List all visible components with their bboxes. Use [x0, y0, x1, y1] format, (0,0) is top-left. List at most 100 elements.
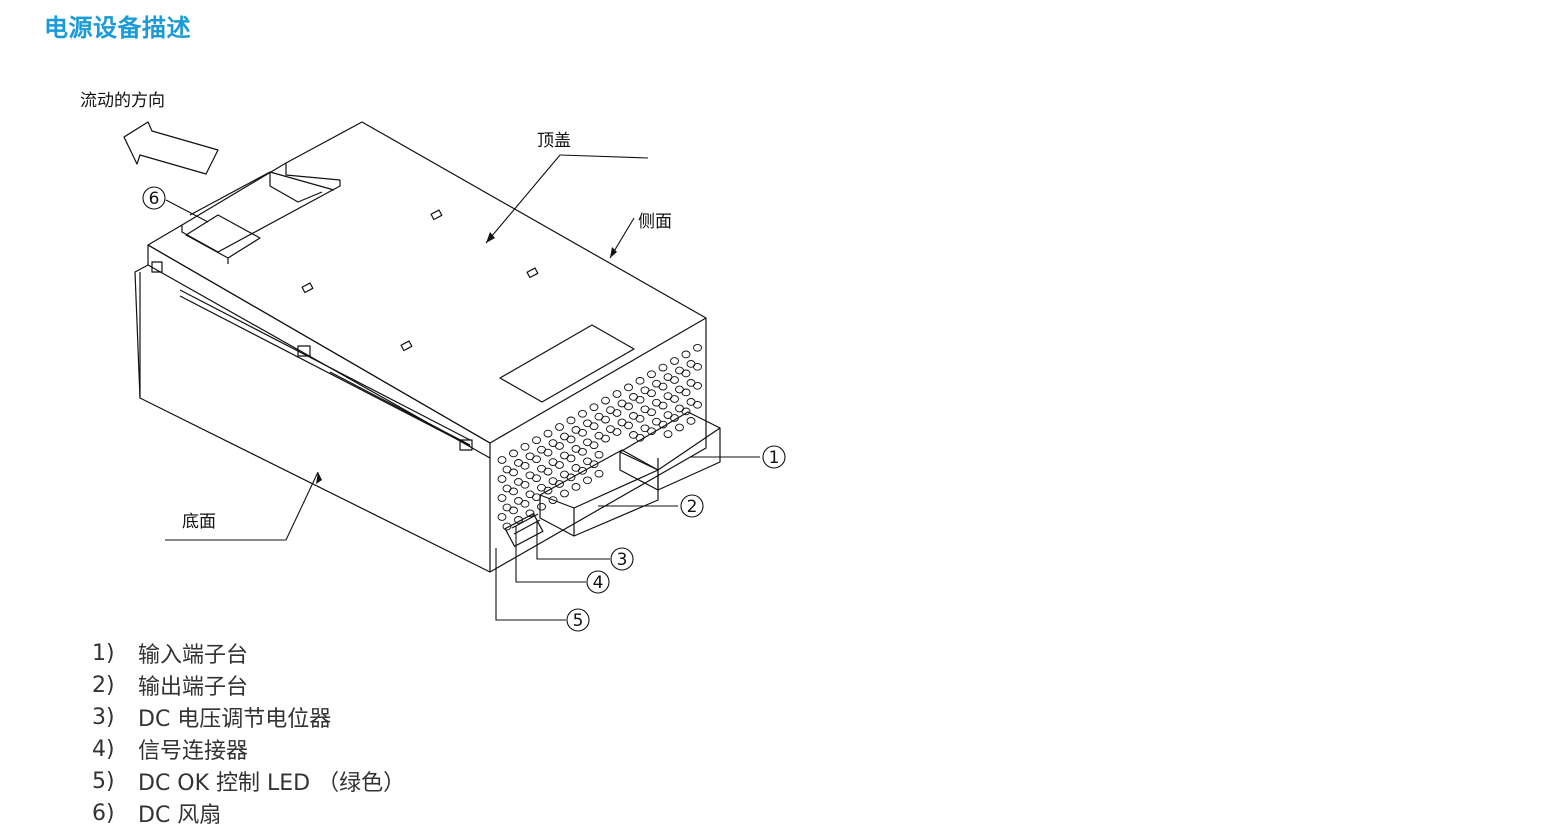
vent-hole	[555, 423, 564, 431]
legend-text: DC 电压调节电位器	[138, 707, 332, 732]
airflow-arrow-icon	[123, 121, 219, 175]
vent-hole	[647, 408, 656, 417]
vent-hole	[497, 475, 507, 483]
vent-hole	[670, 357, 679, 365]
vent-hole	[612, 428, 622, 436]
vent-hole	[681, 369, 691, 378]
legend-num: 3)	[92, 704, 115, 730]
vent-hole	[693, 343, 702, 352]
top-cover-outline	[147, 121, 707, 444]
output-terminal-block	[539, 449, 659, 537]
vent-hole	[509, 449, 518, 458]
vent-hole	[635, 395, 645, 404]
vent-hole	[601, 415, 610, 424]
legend-item: 1) 输入端子台	[92, 637, 405, 669]
vent-hole	[514, 516, 523, 524]
callout-1: 1	[769, 448, 780, 468]
legend-num: 2)	[92, 672, 115, 698]
vent-hole	[543, 486, 553, 495]
vent-hole	[560, 489, 569, 498]
vent-hole	[624, 402, 633, 411]
vent-hole	[635, 433, 645, 442]
callout-3: 3	[617, 550, 628, 570]
vent-hole	[509, 506, 518, 515]
legend-num: 5)	[92, 768, 115, 794]
vent-hole	[583, 476, 592, 485]
vent-hole	[543, 429, 553, 438]
vent-hole	[589, 422, 599, 431]
legend-item: 2) 输出端子台	[92, 669, 405, 701]
vent-hole	[532, 474, 541, 483]
legend-text: 信号连接器	[138, 739, 249, 764]
vent-hole	[497, 513, 507, 521]
vent-hole	[594, 469, 604, 478]
vent-hole	[589, 441, 599, 450]
vent-hole	[589, 460, 599, 469]
vent-hole	[647, 389, 656, 398]
front-face	[134, 264, 491, 573]
vent-hole	[578, 428, 587, 437]
vent-hole	[624, 421, 633, 430]
vent-hole	[670, 414, 679, 422]
vent-hole	[681, 388, 691, 397]
legend-text: 输出端子台	[138, 675, 249, 700]
page-title: 电源设备描述	[44, 14, 191, 42]
callout-6: 6	[149, 189, 160, 209]
vent-hole	[566, 454, 576, 463]
bottom-label: 底面	[182, 512, 216, 532]
vent-hole	[497, 456, 507, 464]
legend-item: 5)DC OK 控制 LED （绿色）	[92, 765, 405, 797]
vent-hole	[675, 423, 684, 432]
legend-num: 6)	[92, 800, 115, 826]
vent-hole	[520, 442, 530, 451]
vent-hole	[555, 461, 564, 469]
vent-hole	[658, 401, 668, 410]
vent-hole	[532, 493, 541, 502]
vent-hole	[578, 447, 587, 456]
vent-hole	[571, 483, 581, 491]
vent-hole	[612, 409, 622, 417]
vent-hole	[555, 480, 564, 488]
vent-hole	[502, 522, 512, 531]
callout-4: 4	[593, 573, 604, 593]
vent-hole	[670, 376, 679, 384]
vent-hole	[601, 434, 610, 443]
component-legend: 1)输入端子台 2)输出端子台 3)DC 电压调节电位器 4)信号连接器 5)D…	[92, 637, 405, 829]
legend-num: 1)	[92, 640, 115, 666]
legend-item: 3) DC 电压调节电位器	[92, 701, 405, 733]
vent-hole	[681, 407, 691, 416]
vent-hole	[658, 363, 668, 372]
vent-hole	[670, 395, 679, 403]
vent-hole	[635, 414, 645, 423]
vent-hole	[693, 400, 702, 409]
vent-hole	[543, 448, 553, 457]
label-plate	[499, 324, 635, 403]
vent-hole	[578, 466, 587, 475]
vent-hole	[509, 468, 518, 477]
legend-text: 输入端子台	[138, 643, 249, 668]
vent-hole	[594, 450, 604, 459]
vent-hole	[525, 509, 535, 518]
legend-text: DC 风扇	[138, 803, 222, 828]
vent-face	[489, 318, 707, 573]
vent-hole	[647, 370, 656, 379]
top-cover-label: 顶盖	[537, 131, 571, 151]
vent-hole	[589, 403, 599, 412]
vent-hole	[509, 487, 518, 496]
vent-hole	[566, 416, 576, 425]
legend-item: 6) DC 风扇	[92, 797, 405, 829]
legend-num: 4)	[92, 736, 115, 762]
vent-hole	[693, 381, 702, 390]
side-label: 侧面	[638, 212, 672, 232]
vent-holes	[497, 343, 702, 531]
vent-hole	[520, 480, 530, 489]
vent-hole	[658, 382, 668, 391]
vent-hole	[681, 350, 691, 359]
vent-hole	[635, 376, 645, 385]
callout-2: 2	[687, 497, 698, 517]
vent-hole	[520, 461, 530, 470]
vent-hole	[693, 362, 702, 371]
vent-hole	[601, 396, 610, 405]
vent-hole	[566, 435, 576, 444]
